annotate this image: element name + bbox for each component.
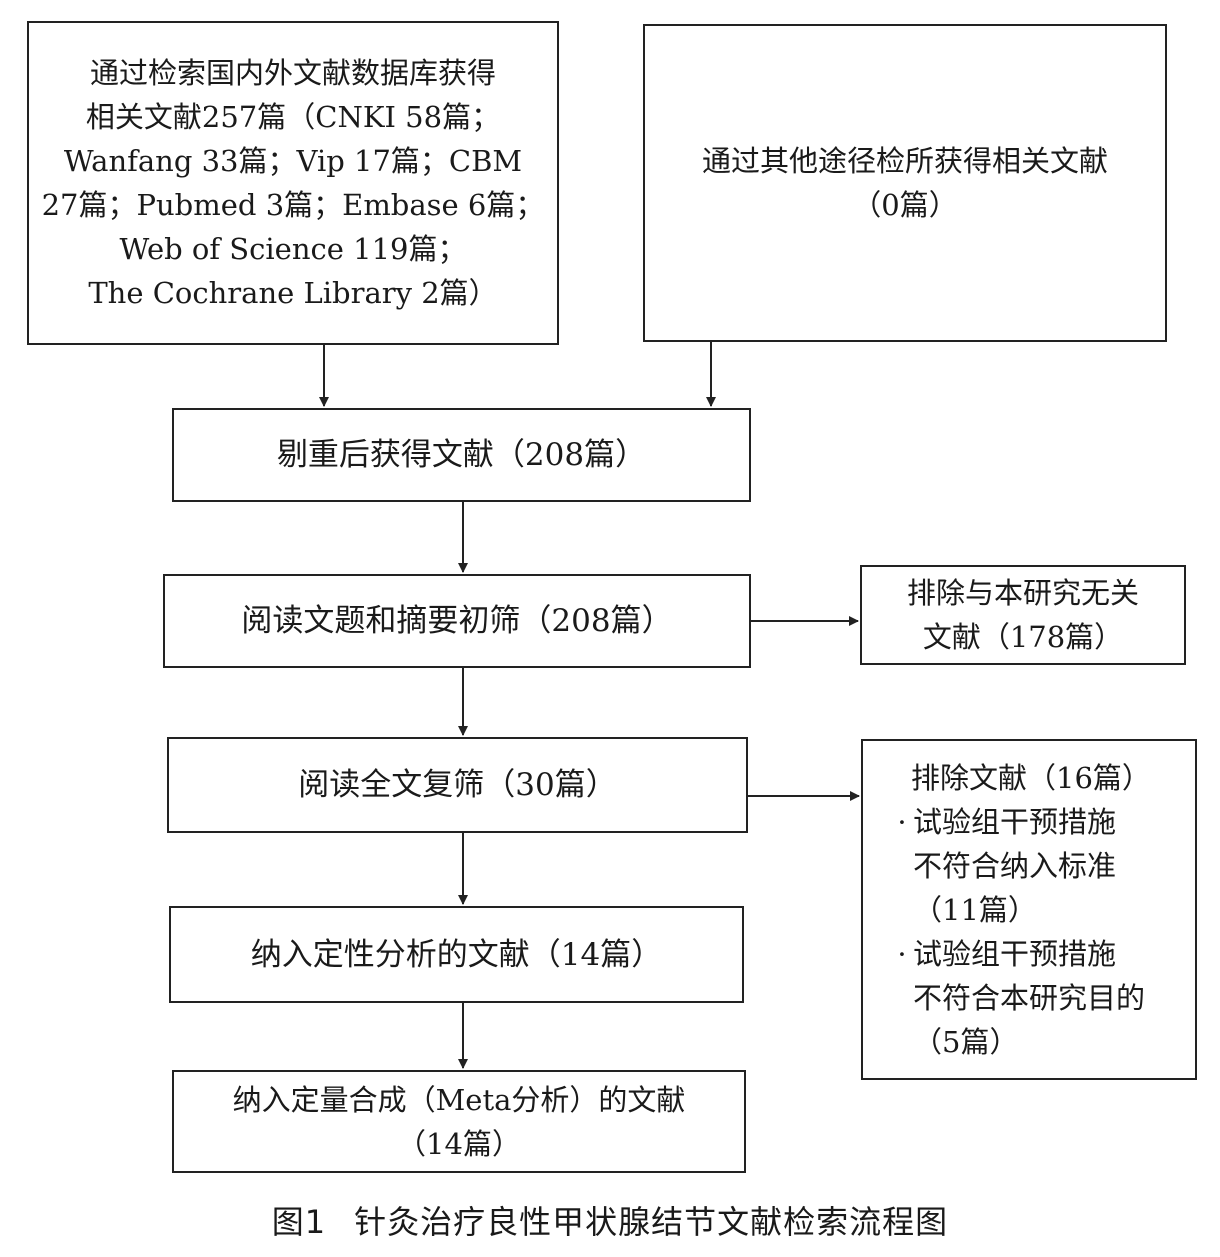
fulltext-label: 阅读全文复筛（30篇） — [298, 767, 617, 803]
box-exclude-fulltext: 排除文献（16篇） · 试验组干预措施 不符合纳入标准 （11篇） · 试验组干… — [861, 739, 1197, 1080]
other-line: （0篇） — [852, 188, 958, 222]
exclusion-reason: · 试验组干预措施 — [891, 932, 1116, 976]
box-quantitative-synthesis: 纳入定量合成（Meta分析）的文献 （14篇） — [172, 1070, 746, 1173]
search-line: 相关文献257篇（CNKI 58篇； — [85, 100, 501, 134]
bullet-icon: · — [897, 936, 907, 971]
exclude-irrelevant-line: 排除与本研究无关 — [906, 576, 1139, 610]
box-other-sources: 通过其他途径检所获得相关文献 （0篇） — [643, 24, 1167, 342]
box-fulltext-screen: 阅读全文复筛（30篇） — [167, 737, 748, 833]
exclude-fulltext-title: 排除文献（16篇） — [911, 760, 1151, 795]
box-qualitative-analysis: 纳入定性分析的文献（14篇） — [169, 906, 744, 1003]
box-database-search: 通过检索国内外文献数据库获得 相关文献257篇（CNKI 58篇； Wanfan… — [27, 21, 559, 345]
quantitative-line: 纳入定量合成（Meta分析）的文献 — [232, 1082, 686, 1117]
box-exclude-irrelevant: 排除与本研究无关 文献（178篇） — [860, 565, 1186, 665]
qualitative-label: 纳入定性分析的文献（14篇） — [250, 936, 663, 973]
reason-line: 不符合纳入标准 — [913, 848, 1117, 883]
box-title-abstract-screen: 阅读文题和摘要初筛（208篇） — [163, 574, 751, 668]
title-screen-label: 阅读文题和摘要初筛（208篇） — [241, 603, 673, 639]
figure-number: 图1 — [271, 1203, 327, 1241]
bullet-icon: · — [897, 804, 907, 839]
search-line: The Cochrane Library 2篇） — [88, 276, 498, 310]
search-line: Wanfang 33篇；Vip 17篇；CBM — [63, 144, 523, 178]
reason-line: 试验组干预措施 — [913, 804, 1117, 839]
exclusion-reason: · 试验组干预措施 — [891, 800, 1116, 844]
box-deduplicated: 剔重后获得文献（208篇） — [172, 408, 751, 502]
search-line: Web of Science 119篇； — [119, 232, 467, 266]
figure-caption-text: 针灸治疗良性甲状腺结节文献检索流程图 — [354, 1203, 949, 1241]
reason-line: （11篇） — [913, 892, 1037, 927]
reason-line: （5篇） — [913, 1024, 1019, 1059]
search-line: 27篇；Pubmed 3篇；Embase 6篇； — [41, 188, 545, 222]
other-line: 通过其他途径检所获得相关文献 — [701, 144, 1108, 178]
quantitative-line: （14篇） — [397, 1126, 521, 1161]
figure-caption: 图1 针灸治疗良性甲状腺结节文献检索流程图 — [0, 1200, 1220, 1244]
reason-line: 不符合本研究目的 — [913, 980, 1146, 1015]
reason-line: 试验组干预措施 — [913, 936, 1117, 971]
search-line: 通过检索国内外文献数据库获得 — [89, 56, 496, 90]
dedup-label: 剔重后获得文献（208篇） — [276, 437, 647, 473]
exclude-irrelevant-line: 文献（178篇） — [922, 620, 1124, 654]
